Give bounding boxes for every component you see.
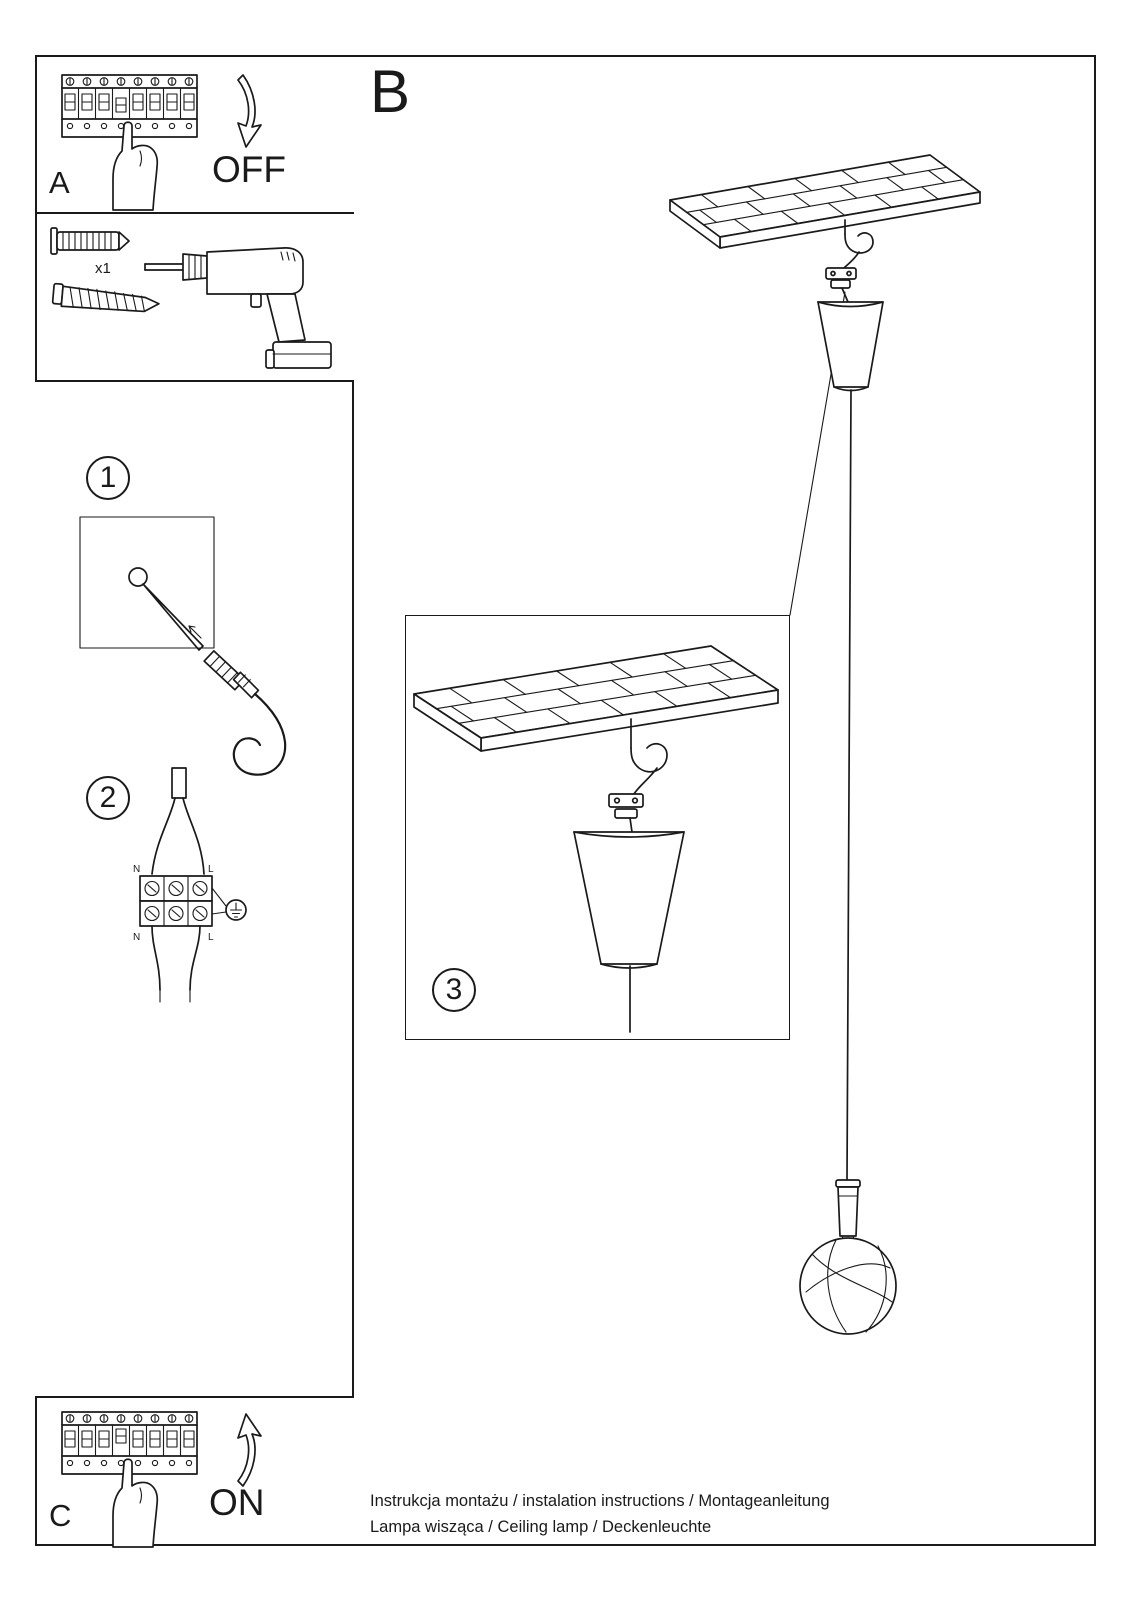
step-3-detail-box: 3 (405, 615, 790, 1040)
pendant-lamp-illustration (669, 154, 981, 1335)
canopy-cone-illustration (817, 301, 884, 392)
cord-grip-illustration (825, 251, 860, 303)
hand-icon (112, 121, 159, 211)
hardware-illustration (50, 227, 332, 369)
canopy-cone-illustration (573, 831, 685, 969)
cord-grip-illustration (608, 767, 658, 833)
plug-quantity-label: x1 (95, 260, 111, 277)
hand-icon (112, 1458, 159, 1548)
circuit-breaker-on-illustration (61, 1411, 262, 1548)
section-c-power-on: ON C (35, 1396, 354, 1548)
ground-symbol-icon (211, 887, 247, 921)
terminal-label-l-bottom: L (208, 932, 214, 943)
off-label: OFF (212, 149, 286, 190)
off-arrow-icon (237, 74, 262, 148)
terminal-label-n-bottom: N (133, 932, 140, 943)
drilled-hole-icon (128, 567, 148, 587)
section-a-power-off: OFF A (35, 55, 354, 214)
step-2-badge: 2 (86, 776, 130, 820)
step-3-badge: 3 (432, 968, 476, 1012)
footer-line-2: Lampa wisząca / Ceiling lamp / Deckenleu… (370, 1518, 712, 1536)
on-arrow-icon (237, 1413, 262, 1487)
lamp-socket-illustration (835, 1179, 861, 1237)
section-a-label: A (49, 165, 70, 200)
step-1-number: 1 (99, 461, 117, 494)
ceiling-panel-illustration (669, 154, 981, 249)
section-c-label: C (49, 1498, 72, 1533)
cable-sleeve-illustration (171, 767, 187, 799)
step-1-illustration (79, 516, 287, 776)
terminal-label-l-top: L (208, 864, 214, 875)
circuit-breaker-off-illustration (61, 74, 262, 211)
light-bulb-illustration (799, 1235, 897, 1335)
awl-pin-illustration (142, 583, 204, 651)
hook-illustration (232, 671, 287, 776)
step-1-badge: 1 (86, 456, 130, 500)
wall-plug-illustration (50, 227, 130, 255)
drill-illustration (144, 247, 332, 369)
step-3-number: 3 (445, 973, 463, 1006)
step-2-wiring-illustration: N L N L (133, 767, 247, 1003)
section-b-label: B (370, 58, 411, 125)
on-label: ON (209, 1482, 265, 1523)
ceiling-hook-illustration (630, 718, 668, 773)
section-hardware: x1 (35, 214, 354, 382)
screw-illustration (51, 282, 160, 313)
ceiling-mount-detail-illustration (413, 645, 779, 1033)
pendant-cord-illustration (846, 389, 852, 1181)
section-b-main: B (352, 55, 1096, 1546)
ceiling-hook-illustration (844, 219, 874, 254)
terminal-block-illustration (139, 875, 213, 927)
terminal-label-n-top: N (133, 864, 140, 875)
step-2-number: 2 (99, 781, 117, 814)
footer-line-1: Instrukcja montażu / instalation instruc… (370, 1492, 830, 1510)
ceiling-panel-illustration (413, 645, 779, 752)
footer-captions: Instrukcja montażu / instalation instruc… (370, 1488, 830, 1540)
